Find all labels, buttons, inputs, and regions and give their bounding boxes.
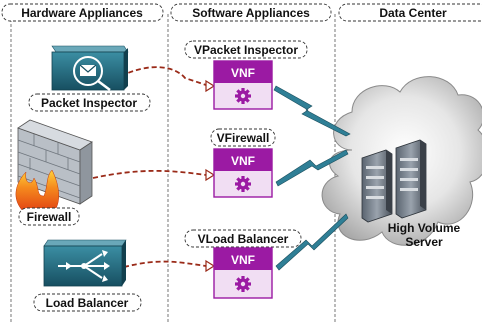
bolt-connector-1 [273, 85, 351, 137]
server-cloud-icon [361, 139, 427, 223]
firewall-brick-icon [15, 119, 93, 215]
vnf-load-balancer-label: VLoad Balancer [198, 232, 289, 246]
load-balancer-icon [43, 239, 127, 287]
vnf-badge-3: VNF [231, 253, 255, 267]
arrow-heads [205, 79, 216, 273]
vnf-load-balancer: VLoad Balancer VNF [184, 229, 302, 299]
load-balancer-label-box: Load Balancer [33, 293, 142, 312]
arrow-head-1 [205, 79, 216, 93]
arrow-head-3 [205, 259, 216, 273]
gear-icon [235, 276, 251, 292]
vnf-badge-2: VNF [231, 154, 255, 168]
packet-inspector-label-box: Packet Inspector [28, 93, 151, 112]
vnf-badge-1: VNF [231, 66, 255, 80]
server-label-line1: High Volume [388, 221, 461, 235]
server-label-line2: Server [405, 235, 443, 249]
firewall-label: Firewall [27, 210, 72, 224]
vnf-firewall: VFirewall VNF [210, 128, 276, 198]
arrow-packet-inspector [120, 66, 207, 86]
header-datacenter-label: Data Center [379, 6, 447, 20]
vnf-firewall-label: VFirewall [217, 131, 270, 145]
bolt-connector-2 [275, 149, 349, 187]
gear-icon [235, 88, 251, 104]
vnf-packet-inspector: VPacket Inspector VNF [184, 40, 308, 110]
header-hardware-label: Hardware Appliances [21, 6, 143, 20]
header-datacenter: Data Center [338, 3, 482, 22]
header-software-label: Software Appliances [192, 6, 310, 20]
arrow-head-2 [205, 168, 216, 182]
header-hardware: Hardware Appliances [1, 3, 164, 22]
arrow-load-balancer [123, 260, 207, 268]
migration-arrows [92, 66, 207, 268]
packet-inspector-label: Packet Inspector [41, 96, 137, 110]
bolt-connectors [273, 85, 351, 271]
flame-icon [15, 169, 59, 215]
packet-inspector-icon [51, 45, 129, 91]
bolt-connector-3 [275, 213, 349, 271]
arrow-firewall [92, 169, 207, 179]
header-software: Software Appliances [170, 3, 332, 22]
gear-icon [235, 176, 251, 192]
load-balancer-label: Load Balancer [46, 296, 129, 310]
firewall-label-box: Firewall [18, 207, 80, 226]
vnf-packet-inspector-label: VPacket Inspector [194, 43, 298, 57]
